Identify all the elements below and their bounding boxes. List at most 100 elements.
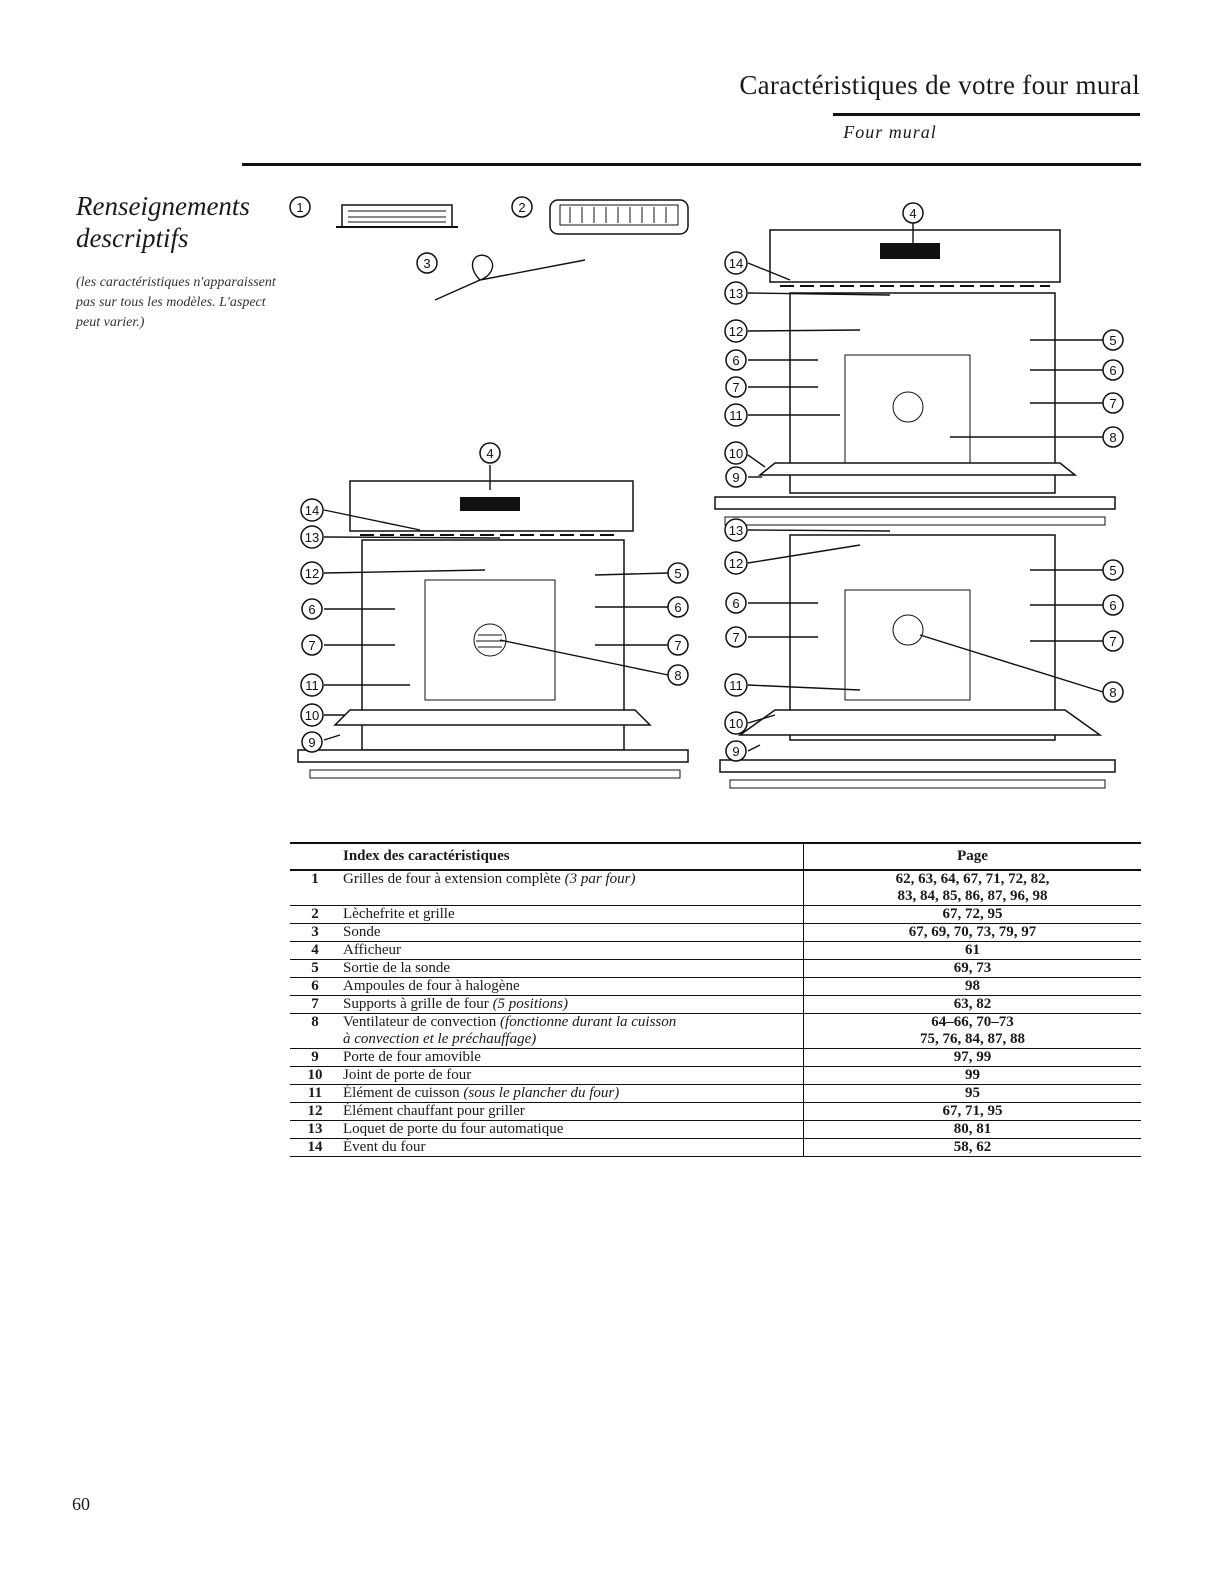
svg-text:7: 7	[308, 638, 315, 653]
probe-illustration	[434, 254, 586, 301]
feature-number: 8	[290, 1013, 340, 1049]
feature-description-line: Ventilateur de convection (fonctionne du…	[343, 1014, 803, 1031]
double-callout-6b: 6	[1102, 359, 1124, 381]
feature-pages-line: 95	[965, 1085, 980, 1101]
svg-text:1: 1	[296, 200, 303, 215]
feature-pages-line: 67, 69, 70, 73, 79, 97	[908, 924, 1037, 940]
header-index: Index des caractéristiques	[340, 842, 804, 871]
svg-text:10: 10	[305, 708, 319, 723]
double-lower-callout-7: 7	[725, 626, 747, 648]
double-lower-callout-11: 11	[724, 673, 748, 697]
double-callout-5: 5	[1102, 329, 1124, 351]
feature-description-line: Porte de four amovible	[343, 1049, 803, 1066]
feature-description: Sonde	[340, 923, 804, 942]
feature-description: Loquet de porte du four automatique	[340, 1120, 804, 1139]
feature-description-line: Joint de porte de four	[343, 1067, 803, 1084]
feature-number: 9	[290, 1048, 340, 1067]
svg-text:8: 8	[1109, 685, 1116, 700]
svg-text:3: 3	[423, 256, 430, 271]
double-callout-12: 12	[724, 319, 748, 343]
feature-description: Élément chauffant pour griller	[340, 1102, 804, 1121]
svg-text:2: 2	[518, 200, 525, 215]
feature-number: 14	[290, 1138, 340, 1157]
double-callout-9: 9	[725, 466, 747, 488]
feature-name: Joint de porte de four	[343, 1067, 472, 1083]
double-callout-7: 7	[725, 376, 747, 398]
feature-description-line: Lèchefrite et grille	[343, 906, 803, 923]
feature-description-line: Évent du four	[343, 1139, 803, 1156]
feature-note: (fonctionne durant la cuisson	[500, 1014, 677, 1030]
double-callout-13: 13	[724, 281, 748, 305]
feature-pages-line: 75, 76, 84, 87, 88	[920, 1031, 1025, 1047]
feature-number: 10	[290, 1066, 340, 1085]
feature-name: Évent du four	[343, 1139, 426, 1155]
feature-description-line: Grilles de four à extension complète (3 …	[343, 871, 803, 888]
feature-number: 1	[290, 870, 340, 906]
oven-rack-illustration	[336, 204, 458, 228]
feature-pages-line: 69, 73	[953, 960, 992, 976]
feature-name: Sonde	[343, 924, 381, 940]
svg-text:10: 10	[729, 716, 743, 731]
feature-pages-line: 67, 72, 95	[942, 906, 1003, 922]
double-callout-8: 8	[1102, 426, 1124, 448]
feature-description: Supports à grille de four (5 positions)	[340, 995, 804, 1014]
feature-pages-line: 58, 62	[953, 1139, 992, 1155]
svg-text:13: 13	[305, 530, 319, 545]
feature-pages: 67, 72, 95	[803, 905, 1141, 924]
table-header-row: Index des caractéristiques Page	[290, 842, 1141, 871]
feature-pages: 67, 69, 70, 73, 79, 97	[803, 923, 1141, 942]
feature-pages-line: 80, 81	[953, 1121, 992, 1137]
feature-description: Lèchefrite et grille	[340, 905, 804, 924]
feature-description: Afficheur	[340, 941, 804, 960]
single-callout-8: 8	[667, 664, 689, 686]
svg-text:6: 6	[732, 596, 739, 611]
double-callout-14: 14	[724, 251, 748, 275]
feature-pages: 67, 71, 95	[803, 1102, 1141, 1121]
feature-pages: 69, 73	[803, 959, 1141, 978]
single-callout-10: 10	[300, 703, 324, 727]
feature-number: 4	[290, 941, 340, 960]
header-number	[290, 842, 340, 871]
feature-description-line: Sortie de la sonde	[343, 960, 803, 977]
svg-text:9: 9	[732, 470, 739, 485]
broiler-pan-illustration	[549, 199, 689, 235]
svg-text:6: 6	[308, 602, 315, 617]
feature-name: Afficheur	[343, 942, 402, 958]
feature-pages: 98	[803, 977, 1141, 996]
feature-pages-line: 62, 63, 64, 67, 71, 72, 82,	[895, 871, 1050, 887]
feature-description-line: Afficheur	[343, 942, 803, 959]
feature-description: Porte de four amovible	[340, 1048, 804, 1067]
svg-text:11: 11	[305, 678, 319, 693]
feature-pages-line: 63, 82	[953, 996, 992, 1012]
svg-text:14: 14	[729, 256, 743, 271]
feature-name: Ampoules de four à halogène	[343, 978, 520, 994]
feature-number: 2	[290, 905, 340, 924]
double-callout-7b: 7	[1102, 392, 1124, 414]
double-callout-4: 4	[902, 202, 924, 224]
svg-text:6: 6	[1109, 363, 1116, 378]
section-heading: Renseignements descriptifs	[76, 190, 276, 254]
feature-pages-line: 97, 99	[953, 1049, 992, 1065]
feature-number: 5	[290, 959, 340, 978]
section-heading-line2: descriptifs	[76, 223, 189, 253]
feature-number: 3	[290, 923, 340, 942]
feature-pages-line: 99	[965, 1067, 980, 1083]
feature-note: (5 positions)	[492, 996, 568, 1012]
double-callout-11: 11	[724, 403, 748, 427]
feature-description-line: Ampoules de four à halogène	[343, 978, 803, 995]
feature-description: Joint de porte de four	[340, 1066, 804, 1085]
single-callout-7b: 7	[667, 634, 689, 656]
feature-note-continued: à convection et le préchauffage)	[343, 1031, 537, 1047]
feature-description: Ventilateur de convection (fonctionne du…	[340, 1013, 804, 1049]
feature-name: Porte de four amovible	[343, 1049, 481, 1065]
single-callout-12: 12	[300, 561, 324, 585]
